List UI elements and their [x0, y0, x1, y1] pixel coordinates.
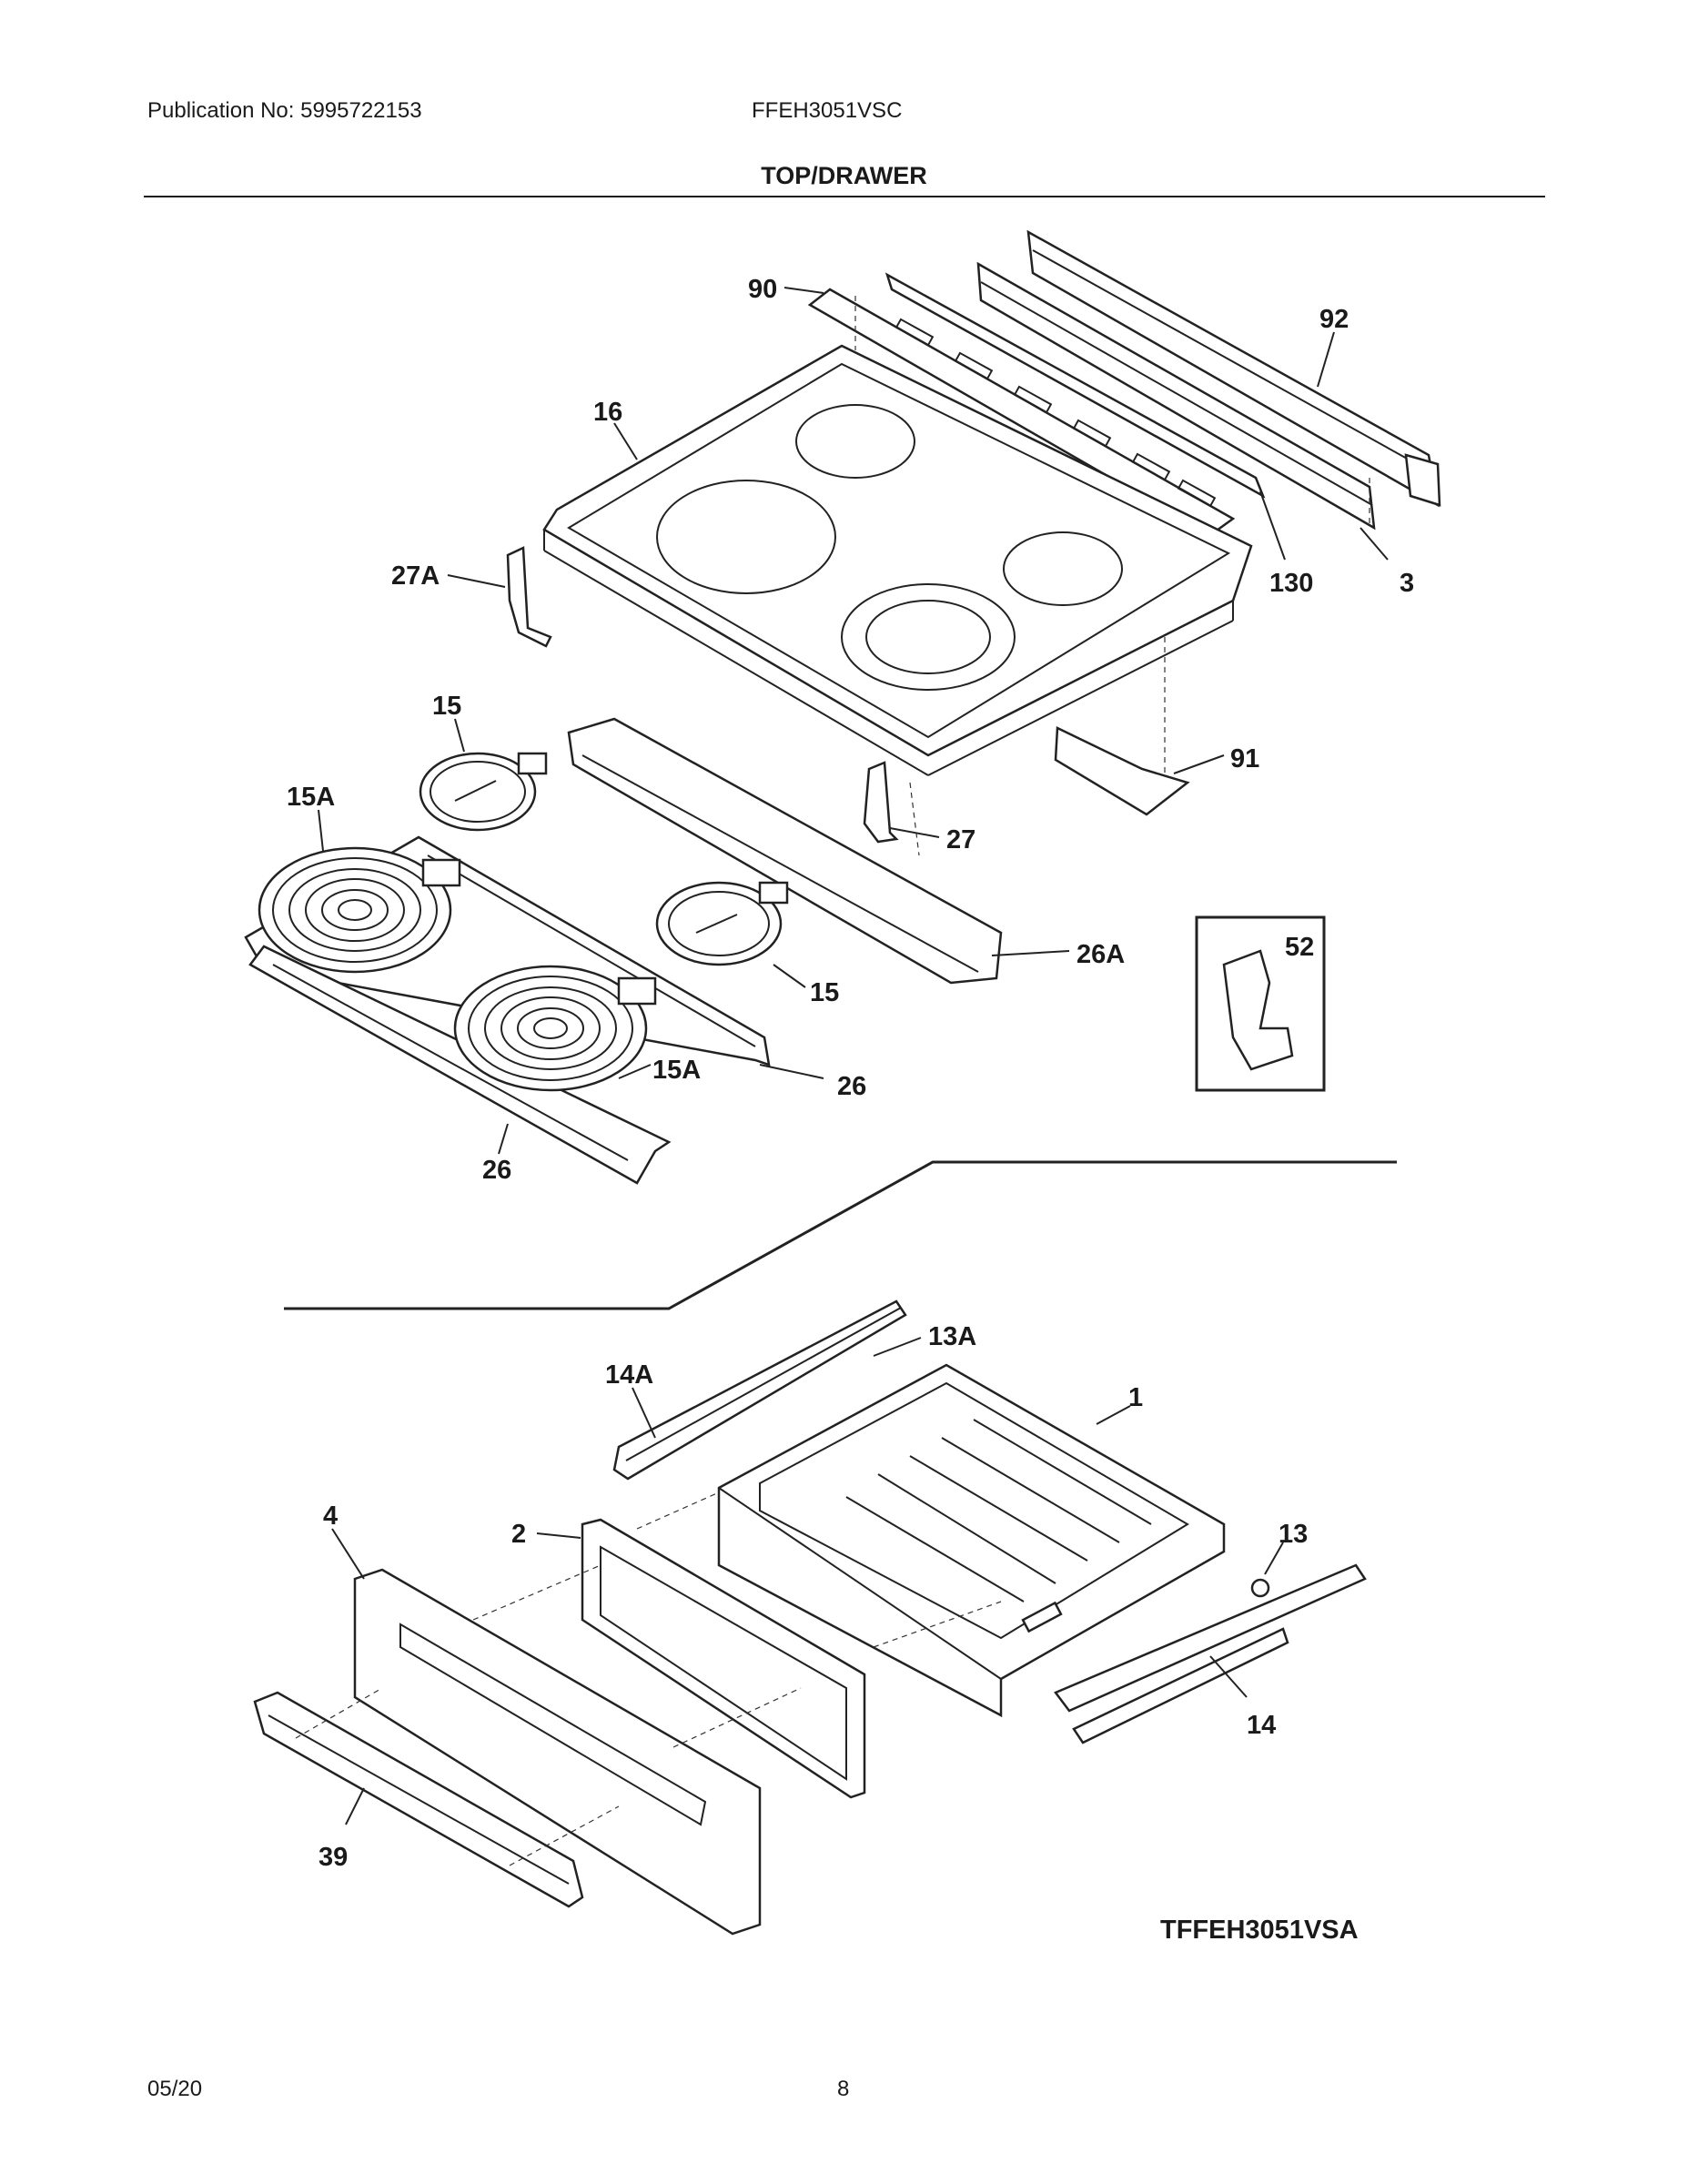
part-130-vent-strip — [884, 272, 1266, 499]
publication-date: 05/20 — [147, 2077, 203, 2101]
callout-26-bottom: 26 — [482, 1156, 511, 1185]
section-title: TOP/DRAWER — [761, 162, 927, 189]
part-39-handle — [253, 1691, 584, 1908]
part-27A-bracket — [506, 546, 552, 648]
model-number: FFEH3051VSC — [752, 98, 903, 123]
section-divider — [284, 1160, 1397, 1310]
callout-14A: 14A — [605, 1360, 653, 1390]
part-15-element-small-upper — [419, 752, 548, 832]
part-15A-element-large-upper — [258, 846, 461, 974]
callout-15A-top: 15A — [287, 783, 335, 812]
part-15A-element-large-lower — [453, 965, 657, 1092]
callout-3: 3 — [1400, 569, 1414, 598]
part-52-inset-box — [1195, 915, 1326, 1092]
publication-number: Publication No: 5995722153 — [147, 98, 422, 123]
callout-52: 52 — [1285, 933, 1314, 962]
header-rule — [144, 196, 1545, 197]
assembly-guide-lines-drawer — [295, 1491, 1002, 1866]
callout-130: 130 — [1269, 569, 1313, 598]
part-92-rear-trim — [1026, 229, 1441, 508]
drawing-code: TFFEH3051VSA — [1160, 1916, 1359, 1945]
part-15-element-small-lower — [655, 881, 789, 966]
callout-27: 27 — [946, 825, 975, 854]
leader-lines — [318, 287, 1389, 1825]
callout-26-right: 26 — [837, 1072, 866, 1101]
part-91-bracket — [1054, 726, 1190, 816]
callout-15-top: 15 — [432, 692, 461, 721]
callout-92: 92 — [1319, 305, 1349, 334]
part-2-inner-panel — [581, 1518, 866, 1799]
callout-39: 39 — [318, 1843, 348, 1872]
callout-4: 4 — [323, 1502, 338, 1531]
callout-16: 16 — [593, 398, 622, 427]
callout-14: 14 — [1247, 1711, 1276, 1740]
callout-2: 2 — [511, 1520, 526, 1549]
page-number: 8 — [837, 2077, 850, 2101]
callout-15A-bottom: 15A — [652, 1056, 701, 1085]
callout-26A: 26A — [1076, 940, 1125, 969]
callout-13A: 13A — [928, 1322, 976, 1351]
callout-90: 90 — [748, 275, 777, 304]
callout-15-mid: 15 — [810, 978, 839, 1007]
part-14A-slide-left — [612, 1299, 907, 1481]
callout-1: 1 — [1128, 1383, 1143, 1412]
assembly-guide-lines-top — [854, 296, 1370, 856]
part-16-cooktop — [542, 344, 1253, 776]
part-3-bracket — [976, 261, 1376, 531]
part-27-bracket — [863, 761, 899, 844]
callout-13: 13 — [1279, 1520, 1308, 1549]
part-1-drawer-body — [717, 1363, 1226, 1718]
callout-27A: 27A — [391, 561, 440, 591]
callout-91: 91 — [1230, 744, 1259, 774]
part-4-drawer-front — [353, 1568, 762, 1936]
part-26A-bracket — [567, 717, 1003, 985]
part-14-slide-right — [1054, 1563, 1367, 1744]
